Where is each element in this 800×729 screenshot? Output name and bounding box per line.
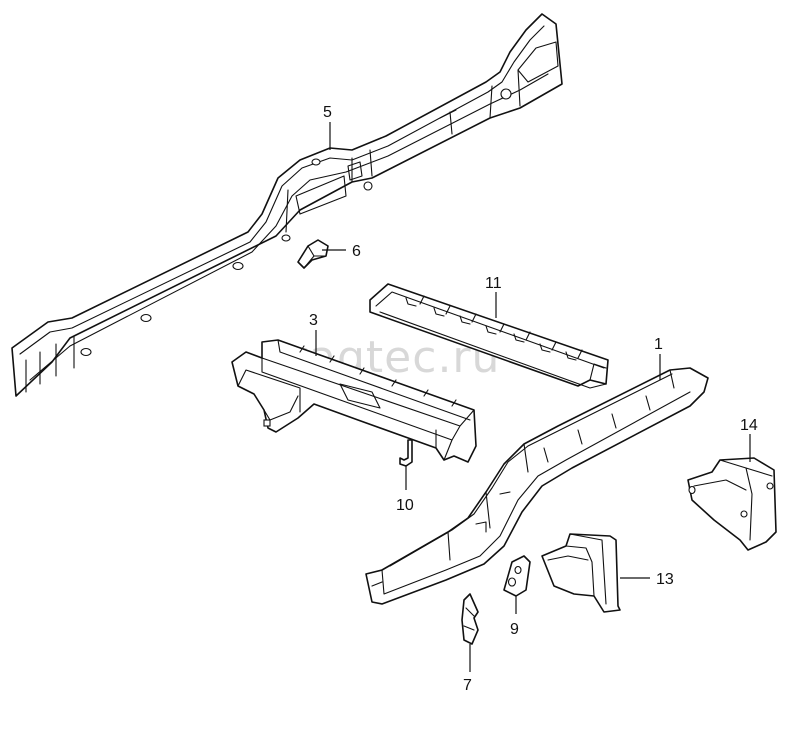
callout-13: 13 [656, 571, 674, 588]
part-3-cross-member-assembly [231, 339, 477, 463]
part-7-clip [461, 593, 479, 645]
callout-3: 3 [309, 312, 318, 329]
part-5-side-member [11, 13, 563, 397]
callout-1: 1 [654, 336, 663, 353]
part-1-longitudinal-member [365, 367, 709, 605]
callout-5: 5 [323, 104, 332, 121]
part-13-bracket [541, 533, 621, 613]
part-11-cross-member [369, 283, 609, 389]
part-9-plate [503, 555, 531, 597]
callout-10: 10 [396, 497, 414, 514]
part-10-hook [399, 439, 413, 467]
callout-11: 11 [485, 275, 502, 292]
part-6-bracket [297, 239, 329, 269]
callout-6: 6 [352, 243, 361, 260]
callout-7: 7 [463, 677, 472, 694]
callout-9: 9 [510, 621, 519, 638]
part-14-bracket [687, 457, 777, 551]
callout-14: 14 [740, 417, 758, 434]
